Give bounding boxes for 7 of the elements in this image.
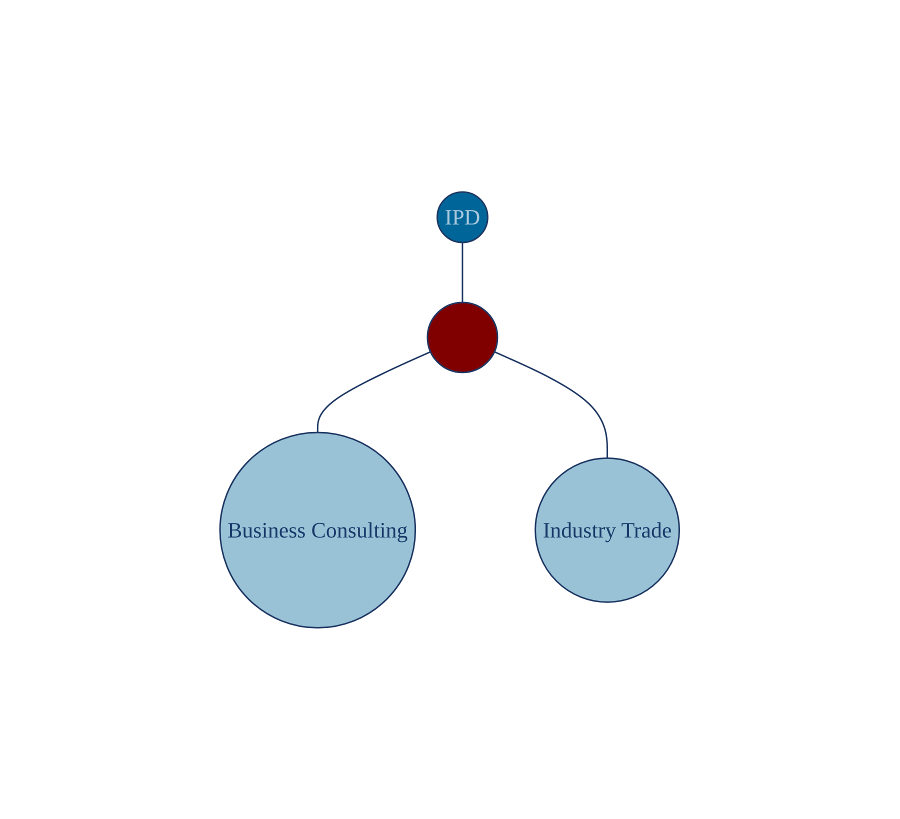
node-circle: Business Consulting	[220, 431, 416, 628]
connector	[462, 242, 464, 302]
node-circle: IPD	[436, 190, 489, 243]
node-circle	[427, 301, 499, 373]
node-circle: Industry Trade	[534, 457, 680, 602]
connector	[317, 350, 432, 432]
connector	[494, 350, 608, 458]
